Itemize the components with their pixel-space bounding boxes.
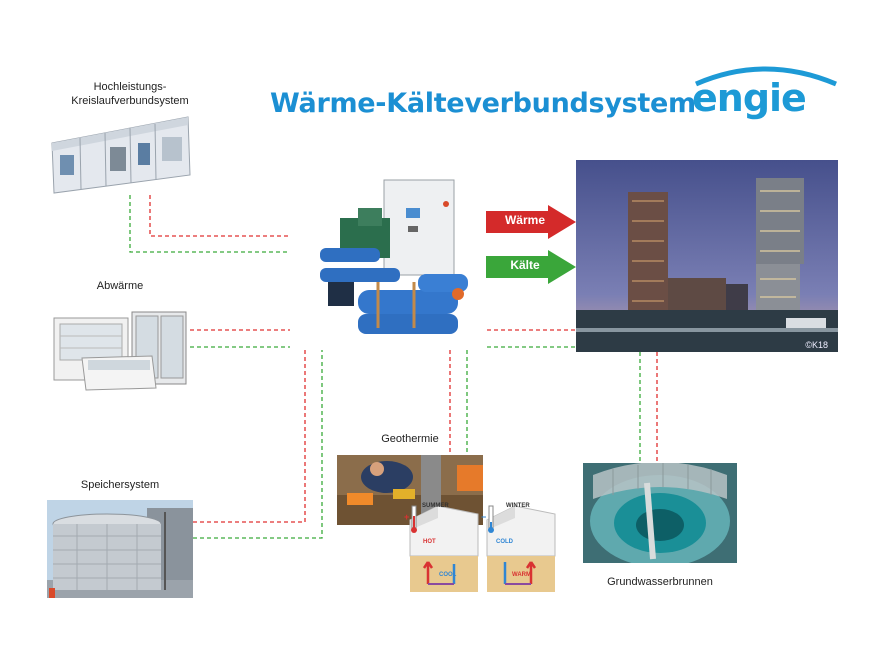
hvac-unit-image <box>51 116 191 194</box>
building-image: ©K18 <box>576 160 838 352</box>
engie-logo: engie <box>690 62 840 122</box>
summer-sign: + <box>404 512 410 522</box>
storage-tank-image <box>47 500 193 598</box>
hvac-heat-line <box>149 195 290 237</box>
winter-season-label: WINTER <box>506 503 530 509</box>
storage-heat-line <box>193 350 306 523</box>
cold-arrow-label: Kälte <box>510 258 540 272</box>
geothermal-label: Geothermie <box>381 433 439 445</box>
storage-label: Speichersystem <box>80 479 160 491</box>
summer-top-label: HOT <box>423 539 436 545</box>
winter-house-diagram <box>486 505 556 592</box>
summer-bottom-label: COOL <box>439 572 457 578</box>
winter-sign: − <box>481 512 487 522</box>
hvac-label-line1: Hochleistungs- <box>93 81 167 93</box>
winter-top-label: COLD <box>496 539 513 545</box>
refrigerator-image <box>53 311 187 391</box>
well-image <box>583 463 737 563</box>
image-credit: ©K18 <box>805 340 828 350</box>
heat-arrow-label: Wärme <box>504 213 545 227</box>
page-title: Wärme-Kälteverbundsystem <box>270 88 696 119</box>
logo-text: engie <box>692 76 807 120</box>
hvac-cold-line <box>129 195 290 253</box>
summer-house-diagram <box>409 505 479 592</box>
groundwater-label: Grundwasserbrunnen <box>607 576 713 588</box>
cold-arrow <box>486 250 576 284</box>
hvac-label-line2: Kreislaufverbundsystem <box>71 95 189 107</box>
storage-cold-line <box>193 350 323 539</box>
heat-arrow <box>486 205 576 239</box>
waste-heat-label: Abwärme <box>96 280 144 292</box>
heat-pump-image <box>320 179 468 334</box>
winter-bottom-label: WARM <box>512 572 531 578</box>
summer-season-label: SUMMER <box>422 503 449 509</box>
logo-arc-icon <box>695 66 837 87</box>
